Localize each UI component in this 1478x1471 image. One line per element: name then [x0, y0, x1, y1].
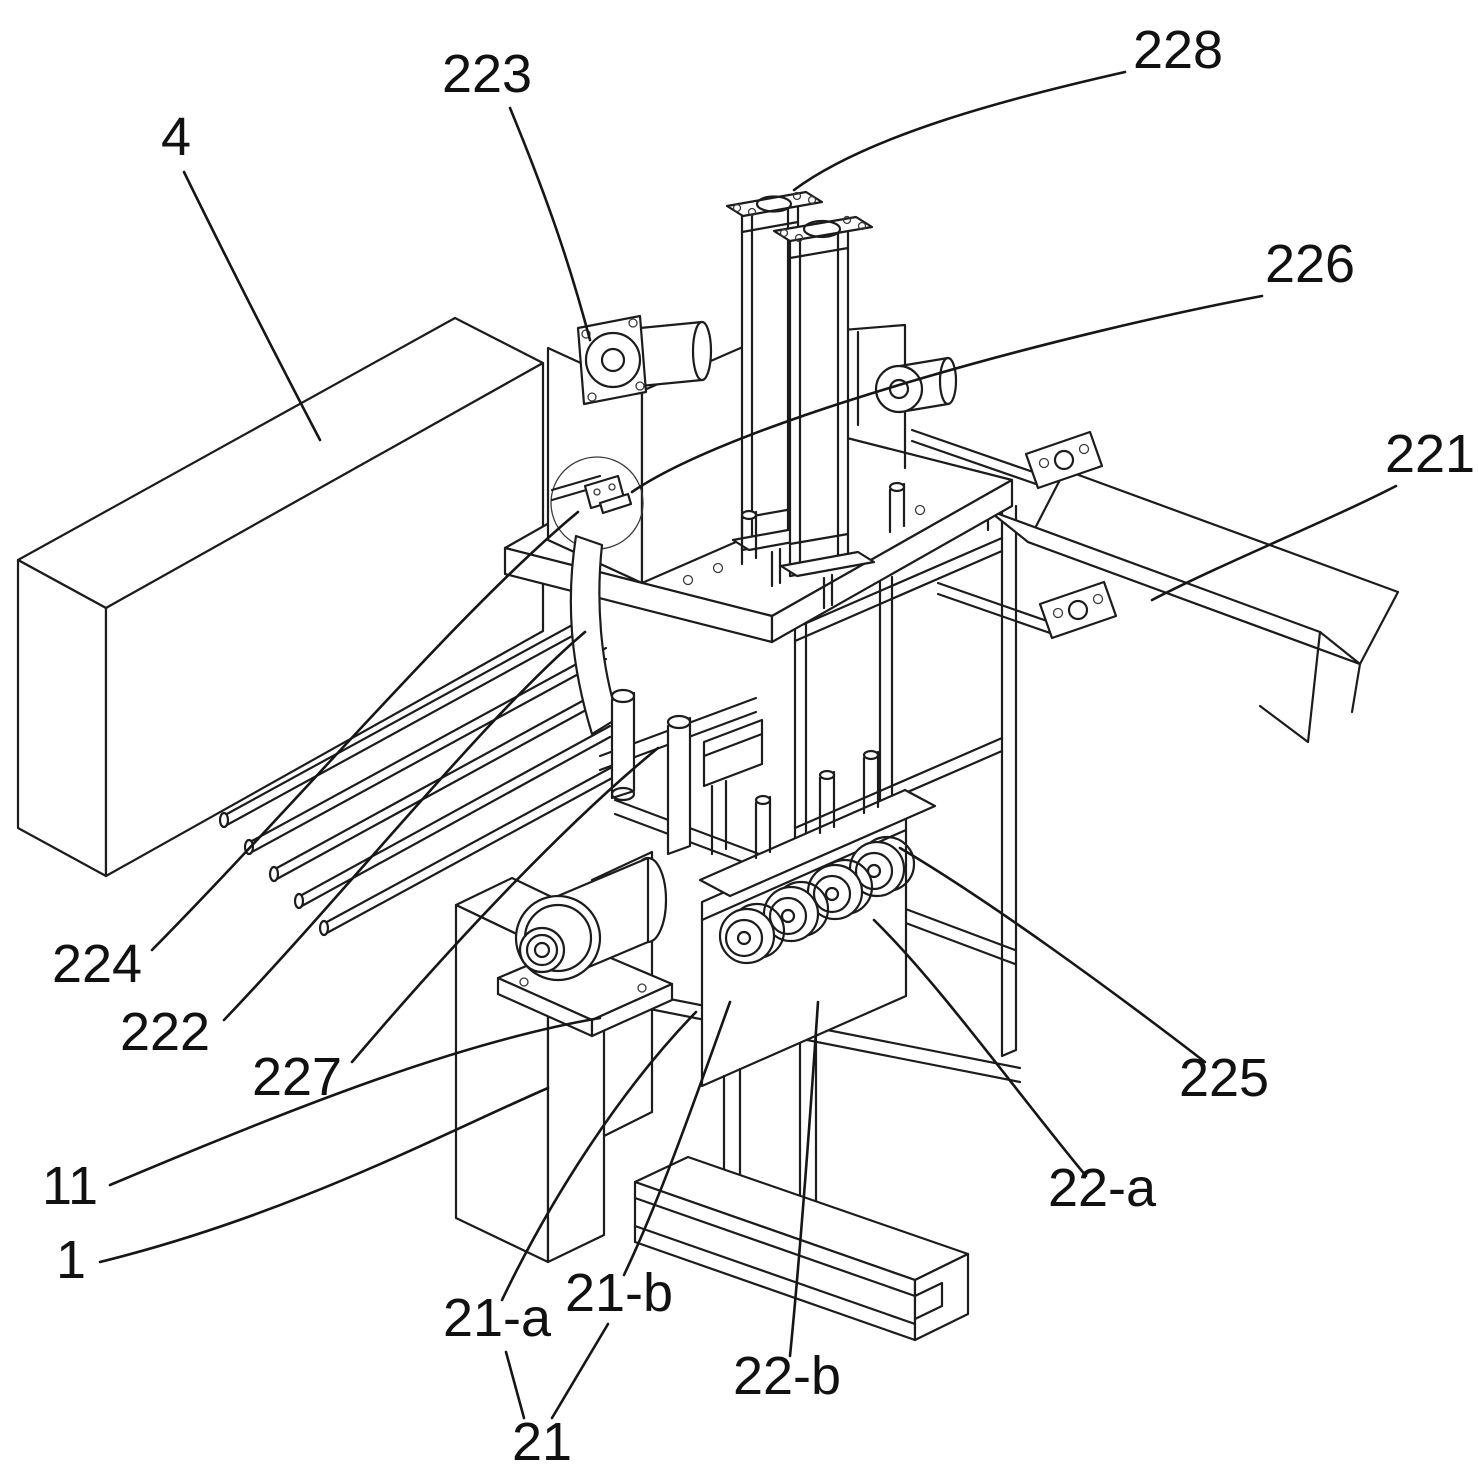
label-22-a: 22-a [1048, 1158, 1157, 1218]
leader-223 [508, 106, 592, 342]
label-1: 1 [56, 1230, 86, 1290]
clamp-detail-226 [550, 456, 644, 550]
label-221: 221 [1385, 424, 1475, 484]
leader-21-bracket-left [504, 1350, 526, 1420]
label-222: 222 [120, 1002, 210, 1062]
leader-22-b [788, 1000, 820, 1358]
rod-bundle [218, 610, 616, 937]
reference-labels: 223 228 4 226 221 224 222 227 11 1 21-a … [42, 20, 1475, 1471]
label-225: 225 [1179, 1048, 1269, 1108]
motor-227 [496, 856, 674, 1038]
leader-228 [792, 70, 1127, 192]
guide-arm-222 [569, 534, 620, 736]
label-224: 224 [52, 934, 142, 994]
roller-unit [698, 749, 937, 1250]
label-226: 226 [1265, 234, 1355, 294]
leader-21-bracket-right [550, 1322, 610, 1420]
label-21-a: 21-a [443, 1288, 552, 1348]
discharge-tray-221 [986, 468, 1400, 744]
label-227: 227 [252, 1047, 342, 1107]
vertical-cylinder-228-rear [725, 190, 828, 588]
roller-2 [762, 880, 830, 943]
leader-11 [108, 1016, 602, 1187]
table-studs-and-bolts [682, 481, 926, 586]
label-11: 11 [42, 1156, 98, 1216]
leader-21-b [622, 1000, 732, 1277]
label-21-b: 21-b [565, 1263, 673, 1323]
leader-4 [182, 170, 322, 442]
leader-1 [98, 1086, 550, 1264]
leader-221 [1150, 484, 1398, 602]
leader-224 [150, 510, 580, 952]
roller-studs [754, 749, 880, 860]
leader-21-a [500, 1010, 698, 1302]
leader-227 [350, 746, 660, 1064]
aux-cylinder [874, 356, 958, 414]
label-223: 223 [442, 44, 532, 104]
leader-225 [898, 846, 1207, 1064]
roller-1 [718, 902, 786, 965]
leader-226 [630, 294, 1264, 494]
label-228: 228 [1133, 20, 1223, 80]
label-21: 21 [512, 1412, 572, 1471]
leader-lines [98, 70, 1398, 1420]
leader-22-a [872, 918, 1088, 1178]
feed-beam-4 [16, 316, 545, 878]
roller-4 [848, 835, 916, 898]
center-transmission [598, 688, 764, 856]
guide-shafts-right [910, 428, 1118, 640]
horizontal-cylinder-223 [576, 314, 713, 406]
base-channel-beam [633, 1155, 970, 1342]
left-housing [546, 323, 907, 585]
leader-222 [222, 630, 587, 1022]
label-4: 4 [161, 107, 191, 167]
vertical-cylinder-228-front [772, 215, 876, 610]
label-22-b: 22-b [733, 1346, 841, 1406]
